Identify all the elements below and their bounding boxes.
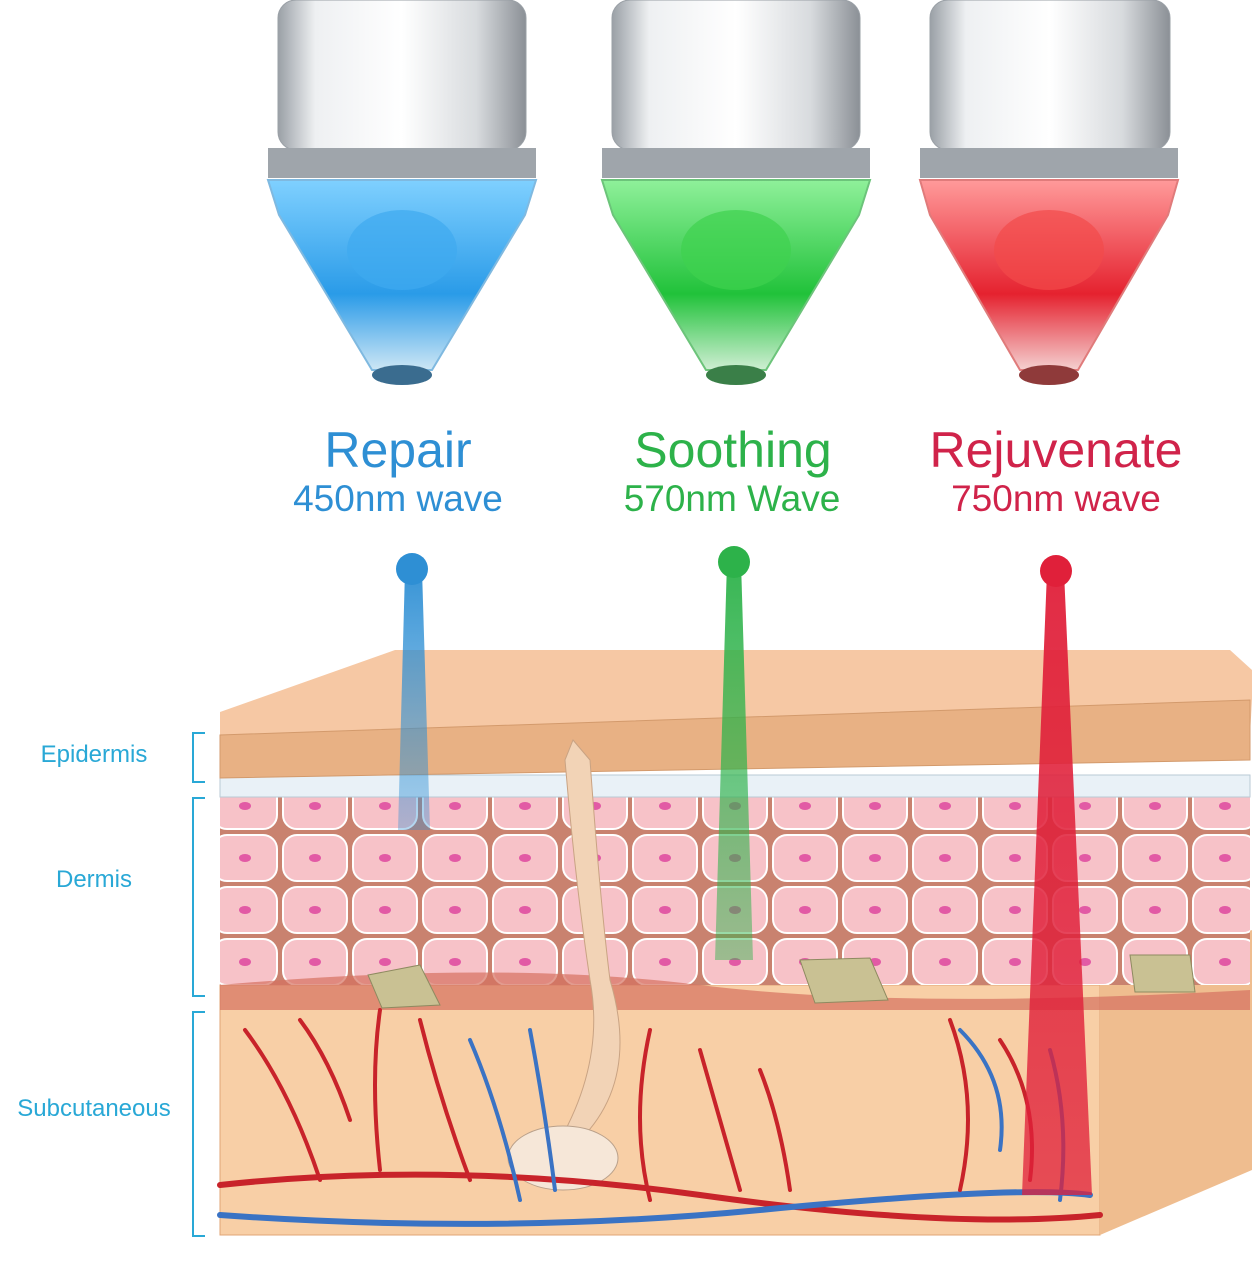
device-head-blue	[266, 0, 538, 385]
layer-label-subcutaneous: Subcutaneous	[17, 1095, 171, 1122]
layer-label-epidermis: Epidermis	[40, 741, 148, 768]
blue-light-dot	[396, 553, 428, 585]
mode-wave-repair: 450nm wave	[293, 478, 503, 519]
mode-title-soothing: Soothing	[634, 422, 832, 478]
epidermis-bracket	[192, 732, 205, 783]
green-light-dot	[718, 546, 750, 578]
layer-label-dermis: Dermis	[56, 866, 132, 893]
device-head-red	[918, 0, 1180, 385]
red-light-dot	[1040, 555, 1072, 587]
mode-wave-rejuvenate: 750nm wave	[951, 478, 1161, 519]
layer-brackets	[192, 732, 205, 1237]
mode-title-repair: Repair	[324, 422, 472, 478]
red-beam	[1022, 555, 1092, 1195]
mode-wave-soothing: 570nm Wave	[623, 478, 841, 519]
green-beam	[715, 546, 753, 960]
blood-vessels	[217, 1008, 1103, 1227]
subcutaneous-bracket	[192, 1011, 205, 1237]
device-head-green	[600, 0, 872, 385]
dermis-bracket	[192, 797, 205, 997]
mode-title-rejuvenate: Rejuvenate	[929, 422, 1183, 478]
blue-beam	[396, 553, 430, 830]
